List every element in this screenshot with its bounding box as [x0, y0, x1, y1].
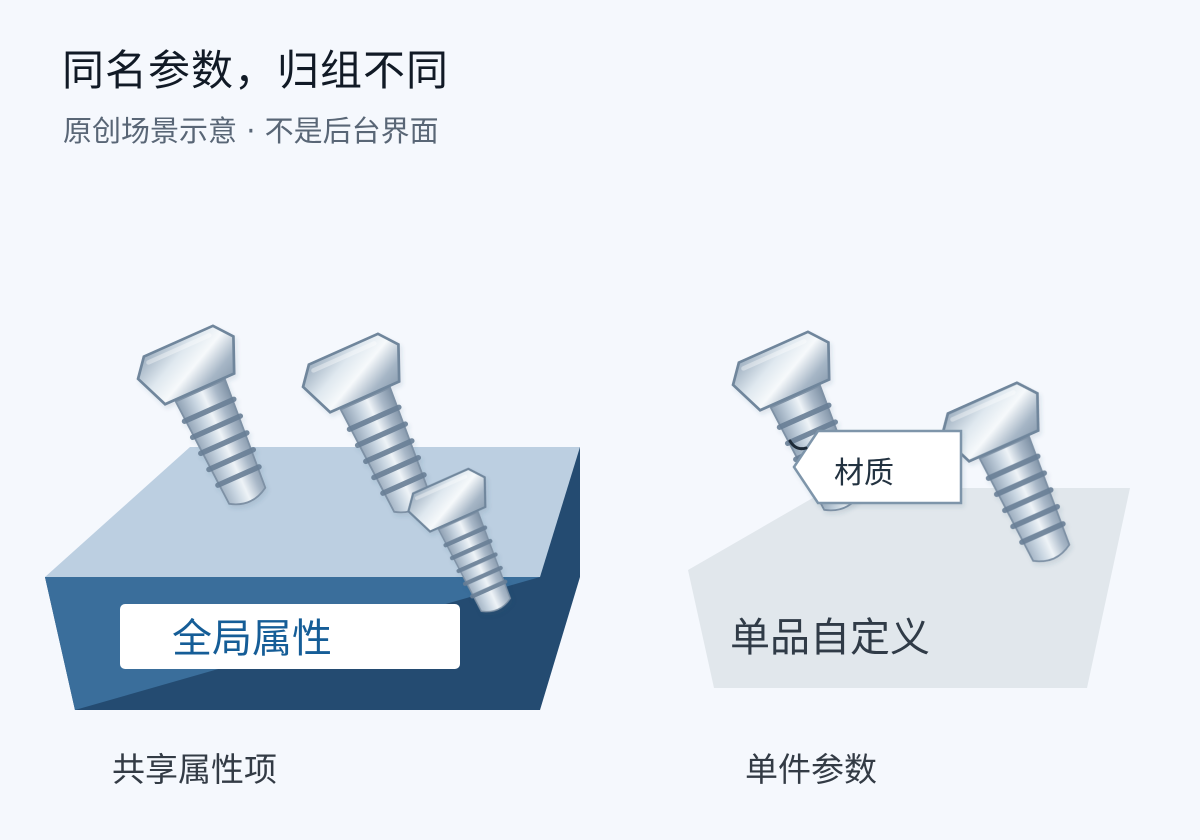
shared-attribute-caption: 共享属性项	[112, 750, 277, 789]
tag-string-icon	[788, 439, 808, 451]
global-attribute-label: 全局属性	[172, 616, 332, 662]
global-attribute-card	[120, 604, 460, 669]
single-item-custom-label: 单品自定义	[730, 615, 930, 661]
single-item-parameter-caption: 单件参数	[745, 750, 877, 789]
page-title: 同名参数，归组不同	[62, 46, 450, 95]
right-block-panel	[688, 488, 1130, 688]
single-item-custom-block: 单品自定义	[688, 488, 1130, 688]
label-tag-icon	[792, 429, 963, 505]
left-block-top-face	[45, 447, 580, 577]
page-subtitle: 原创场景示意 · 不是后台界面	[63, 114, 439, 148]
material-tag-label: 材质	[834, 456, 894, 491]
material-tag: 材质	[788, 429, 963, 505]
